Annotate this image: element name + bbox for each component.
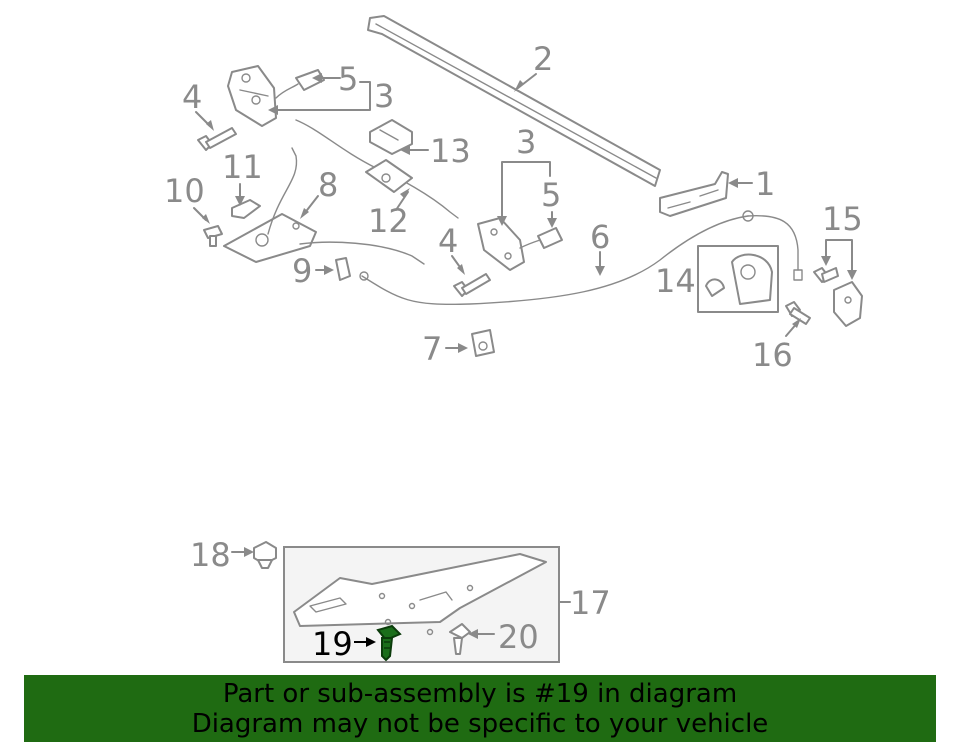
- banner-line-1: Part or sub-assembly is #19 in diagram: [222, 679, 738, 709]
- callout-16: 16: [752, 336, 793, 374]
- part-4-bolt-lower: [453, 273, 491, 297]
- part-17-assembly-box: [283, 546, 560, 663]
- callout-15: 15: [822, 200, 863, 238]
- callout-6: 6: [590, 218, 610, 256]
- part-1-striker: [659, 171, 729, 217]
- part-15-bracket: [813, 267, 863, 327]
- part-12-clip: [365, 159, 413, 193]
- part-3-latch-lower: [477, 217, 563, 271]
- callout-4a: 4: [182, 78, 202, 116]
- callout-2: 2: [533, 40, 553, 78]
- bracket-3a: [359, 81, 371, 111]
- part-9-clip: [335, 257, 351, 281]
- banner-line-2: Diagram may not be specific to your vehi…: [191, 709, 769, 739]
- callout-20: 20: [498, 618, 539, 656]
- part-11-clip: [231, 199, 261, 219]
- part-4-bolt-upper: [197, 127, 237, 151]
- part-6-cable: [359, 210, 803, 306]
- callout-19: 19: [312, 625, 353, 663]
- part-14-handle-box: [697, 245, 779, 313]
- callout-4b: 4: [438, 222, 458, 260]
- callout-10: 10: [164, 172, 205, 210]
- callout-5b: 5: [541, 176, 561, 214]
- info-banner: Part or sub-assembly is #19 in diagram D…: [24, 675, 936, 742]
- part-7-clip: [471, 329, 495, 357]
- part-16-bolt: [785, 301, 811, 325]
- callout-3a: 3: [374, 77, 394, 115]
- callout-1: 1: [755, 165, 775, 203]
- part-20-push-pin: [449, 623, 471, 655]
- part-10-bolt: [203, 225, 223, 247]
- callout-5a: 5: [338, 60, 358, 98]
- callout-7: 7: [422, 330, 442, 368]
- part-8-base: [223, 147, 425, 265]
- part-19-clip-highlighted: [376, 624, 402, 662]
- callout-11: 11: [222, 148, 263, 186]
- callout-9: 9: [292, 252, 312, 290]
- callout-3b: 3: [516, 123, 536, 161]
- part-2-bar: [367, 15, 661, 187]
- callout-17: 17: [570, 584, 611, 622]
- callout-8: 8: [318, 166, 338, 204]
- part-18-nut: [253, 541, 277, 569]
- leader-12: [395, 191, 409, 211]
- callout-14: 14: [655, 262, 696, 300]
- callout-18: 18: [190, 536, 231, 574]
- bracket-3b: [501, 161, 551, 223]
- callout-12: 12: [368, 202, 409, 240]
- part-13-bracket: [369, 119, 413, 155]
- part-3-latch-upper: [227, 65, 325, 127]
- callout-13: 13: [430, 132, 471, 170]
